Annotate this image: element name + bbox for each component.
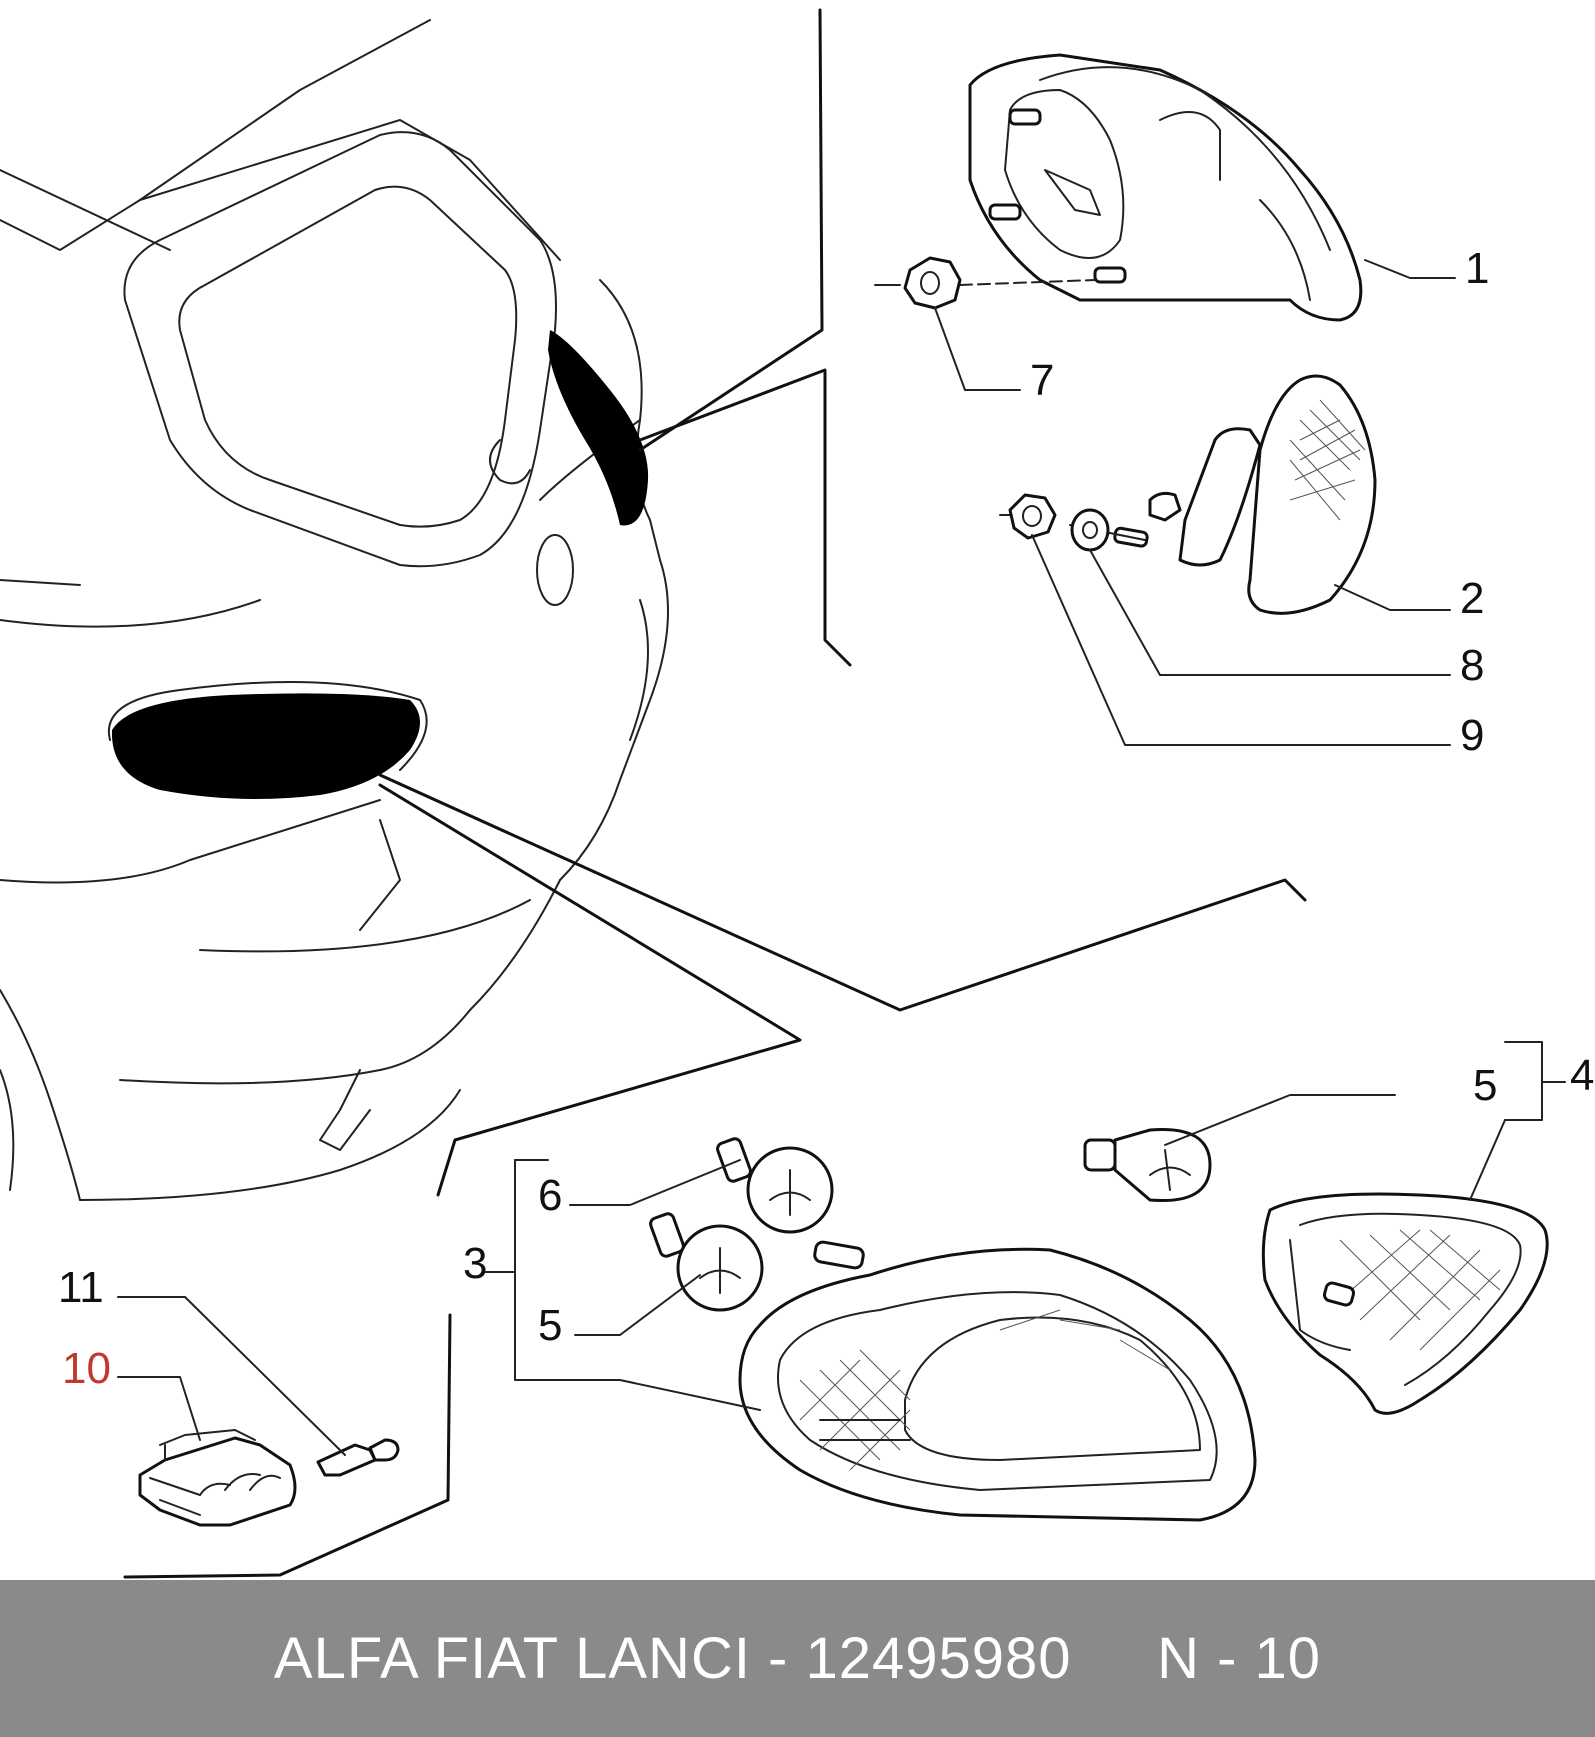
footer-part-number: ALFA FIAT LANCI - 12495980 N - 10 xyxy=(273,1626,1322,1691)
callout-2: 2 xyxy=(1460,574,1484,623)
callout-7: 7 xyxy=(1030,356,1054,405)
leader-lines xyxy=(117,259,1566,1456)
frame-lines xyxy=(123,8,1307,1579)
callout-1: 1 xyxy=(1465,244,1489,293)
nut-7 xyxy=(874,256,1096,310)
footer-banner: ALFA FIAT LANCI - 12495980 N - 10 xyxy=(0,1580,1595,1737)
callout-11: 11 xyxy=(58,1263,104,1312)
callout-9: 9 xyxy=(1460,711,1484,760)
tail-lamp-upper xyxy=(968,53,1363,322)
connector-10 xyxy=(138,1429,297,1527)
bulb-6 xyxy=(716,1137,834,1234)
callout-5-right: 5 xyxy=(1473,1061,1497,1110)
tail-lamp-main-3 xyxy=(738,1240,1257,1522)
bulb-5-right xyxy=(1083,1127,1212,1203)
lower-lamp-location xyxy=(111,693,420,799)
bulb-5-left xyxy=(649,1212,764,1312)
callout-labels: 1 7 2 8 9 5 4 6 3 5 11 10 xyxy=(58,244,1594,1393)
callout-5-left: 5 xyxy=(538,1301,562,1350)
upper-lamp-location xyxy=(548,330,649,526)
callout-3: 3 xyxy=(463,1239,487,1288)
side-lamp-2 xyxy=(999,374,1377,615)
callout-4: 4 xyxy=(1570,1051,1594,1100)
corner-lamp-4 xyxy=(1261,1192,1549,1415)
callout-10: 10 xyxy=(62,1344,111,1393)
car-rear-body xyxy=(0,19,669,1201)
callout-6: 6 xyxy=(538,1171,562,1220)
exploded-parts-diagram: 1 7 2 8 9 5 4 6 3 5 11 10 xyxy=(0,8,1594,1579)
terminal-11 xyxy=(316,1438,400,1477)
callout-8: 8 xyxy=(1460,641,1484,690)
